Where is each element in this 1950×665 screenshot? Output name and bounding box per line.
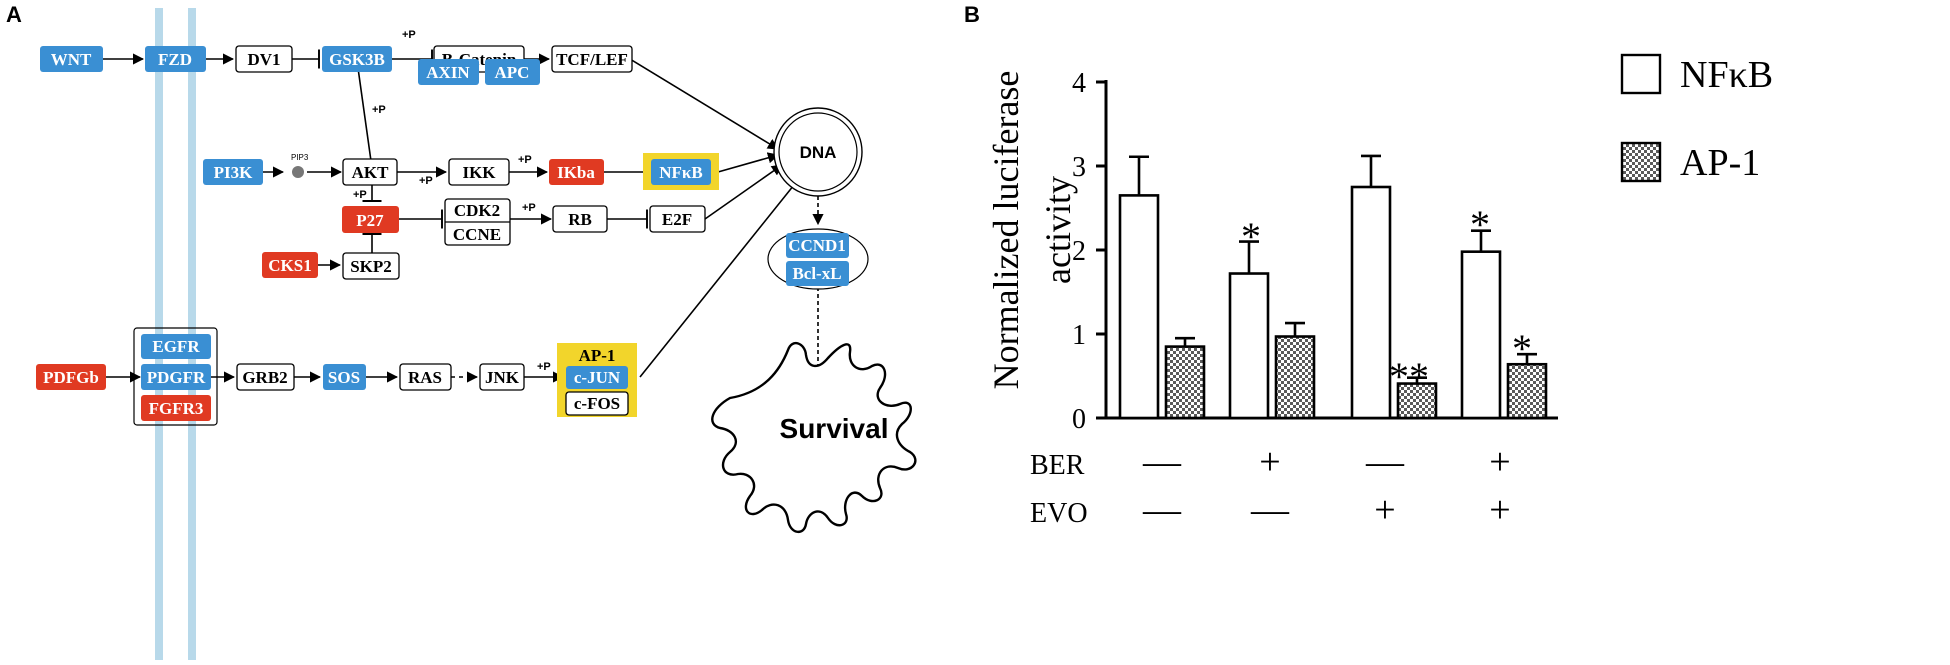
significance-star: * xyxy=(1241,214,1261,259)
bar-ap1-2 xyxy=(1274,335,1316,420)
bar-series xyxy=(1118,154,1548,420)
node-fzd: FZD xyxy=(158,50,192,69)
node-pdfgb: PDFGb xyxy=(43,368,99,387)
node-gsk3b: GSK3B xyxy=(329,50,385,69)
node-fgfr3: FGFR3 xyxy=(149,399,204,418)
y-tick-label: 3 xyxy=(1072,152,1086,183)
y-tick-label: 2 xyxy=(1072,236,1086,267)
legend-label-nfkb: NFκB xyxy=(1680,54,1773,96)
dna-circle-inner xyxy=(778,112,858,192)
sign-ber-1: — xyxy=(1142,441,1182,483)
survival-burst xyxy=(711,341,917,533)
y-axis-label-line2: activity xyxy=(1038,176,1078,284)
node-ras: RAS xyxy=(408,368,442,387)
node-nfkb: NFκB xyxy=(659,163,702,182)
node-e2f: E2F xyxy=(662,210,692,229)
phospho-label: +P xyxy=(518,154,532,166)
bar-ap1-4 xyxy=(1506,362,1548,420)
node-ikk: IKK xyxy=(462,163,496,182)
receptor-group-box xyxy=(133,327,218,426)
legend-swatch-ap1 xyxy=(1620,141,1662,183)
significance-star: ** xyxy=(1389,354,1429,399)
sign-evo-2: — xyxy=(1250,489,1290,531)
dna-label: DNA xyxy=(800,143,837,162)
panel-b-label: B xyxy=(964,2,980,27)
sign-ber-2: + xyxy=(1259,441,1280,483)
legend-label-ap1: AP-1 xyxy=(1680,142,1760,184)
bar-ap1-1 xyxy=(1164,345,1206,420)
survival-label: Survival xyxy=(780,413,889,444)
phospho-label: +P xyxy=(537,361,551,373)
dna-circle-outer xyxy=(773,107,863,197)
node-axin: AXIN xyxy=(426,63,470,82)
sign-evo-3: + xyxy=(1374,489,1395,531)
node-apc: APC xyxy=(495,63,530,82)
node-ccnd1: CCND1 xyxy=(788,236,846,255)
sign-evo-1: — xyxy=(1142,489,1182,531)
node-bcl-xl: Bcl-xL xyxy=(792,264,841,283)
node-pdgfr: PDGFR xyxy=(147,368,206,387)
node-rb: RB xyxy=(568,210,592,229)
sign-evo-4: + xyxy=(1489,489,1510,531)
node-p27: P27 xyxy=(356,211,384,230)
pip3-label: PIP3 xyxy=(291,153,309,162)
row-label-evo: EVO xyxy=(1030,498,1088,529)
bar-nfkb-2 xyxy=(1228,272,1270,420)
node-wnt: WNT xyxy=(51,50,92,69)
row-label-ber: BER xyxy=(1030,450,1085,481)
sign-ber-3: — xyxy=(1365,441,1405,483)
node-akt: AKT xyxy=(352,163,390,182)
node-ccne: CCNE xyxy=(453,225,501,244)
y-axis-ticks: 0 1 2 3 4 xyxy=(1072,68,1106,435)
phospho-label: +P xyxy=(372,104,386,116)
y-tick-label: 4 xyxy=(1072,68,1086,99)
pip3-dot xyxy=(292,166,304,178)
bar-ap1-3 xyxy=(1396,382,1438,420)
phospho-label: +P xyxy=(353,189,367,201)
panel-a-label: A xyxy=(6,2,22,27)
node-tcf-lef: TCF/LEF xyxy=(556,50,628,69)
node-sos: SOS xyxy=(328,368,360,387)
node-ap1: AP-1 xyxy=(579,346,616,365)
y-axis-label-line1: Normalized luciferase xyxy=(986,71,1026,390)
bar-nfkb-3 xyxy=(1350,185,1392,420)
y-tick-label: 1 xyxy=(1072,320,1086,351)
node-pi3k: PI3K xyxy=(214,163,254,182)
significance-star: * xyxy=(1512,326,1532,371)
node-egfr: EGFR xyxy=(152,337,200,356)
node-cks1: CKS1 xyxy=(268,256,311,275)
node-c-fos: c-FOS xyxy=(574,394,620,413)
node-dv1: DV1 xyxy=(247,50,280,69)
phospho-label: +P xyxy=(419,175,433,187)
bar-nfkb-1 xyxy=(1118,194,1160,420)
legend-swatch-nfkb xyxy=(1620,53,1662,95)
phospho-label: +P xyxy=(522,202,536,214)
bar-nfkb-4 xyxy=(1460,250,1502,420)
node-skp2: SKP2 xyxy=(350,257,392,276)
y-tick-label: 0 xyxy=(1072,404,1086,435)
phospho-label: +P xyxy=(402,29,416,41)
significance-star: * xyxy=(1470,202,1490,247)
node-c-jun: c-JUN xyxy=(574,368,621,387)
sign-ber-4: + xyxy=(1489,441,1510,483)
node-grb2: GRB2 xyxy=(242,368,287,387)
pathway-nodes: WNT FZD DV1 GSK3B B-Catenin AXIN APC TCF… xyxy=(36,45,849,421)
node-cdk2: CDK2 xyxy=(454,201,500,220)
node-jnk: JNK xyxy=(485,368,520,387)
node-ikba: IKba xyxy=(557,163,595,182)
